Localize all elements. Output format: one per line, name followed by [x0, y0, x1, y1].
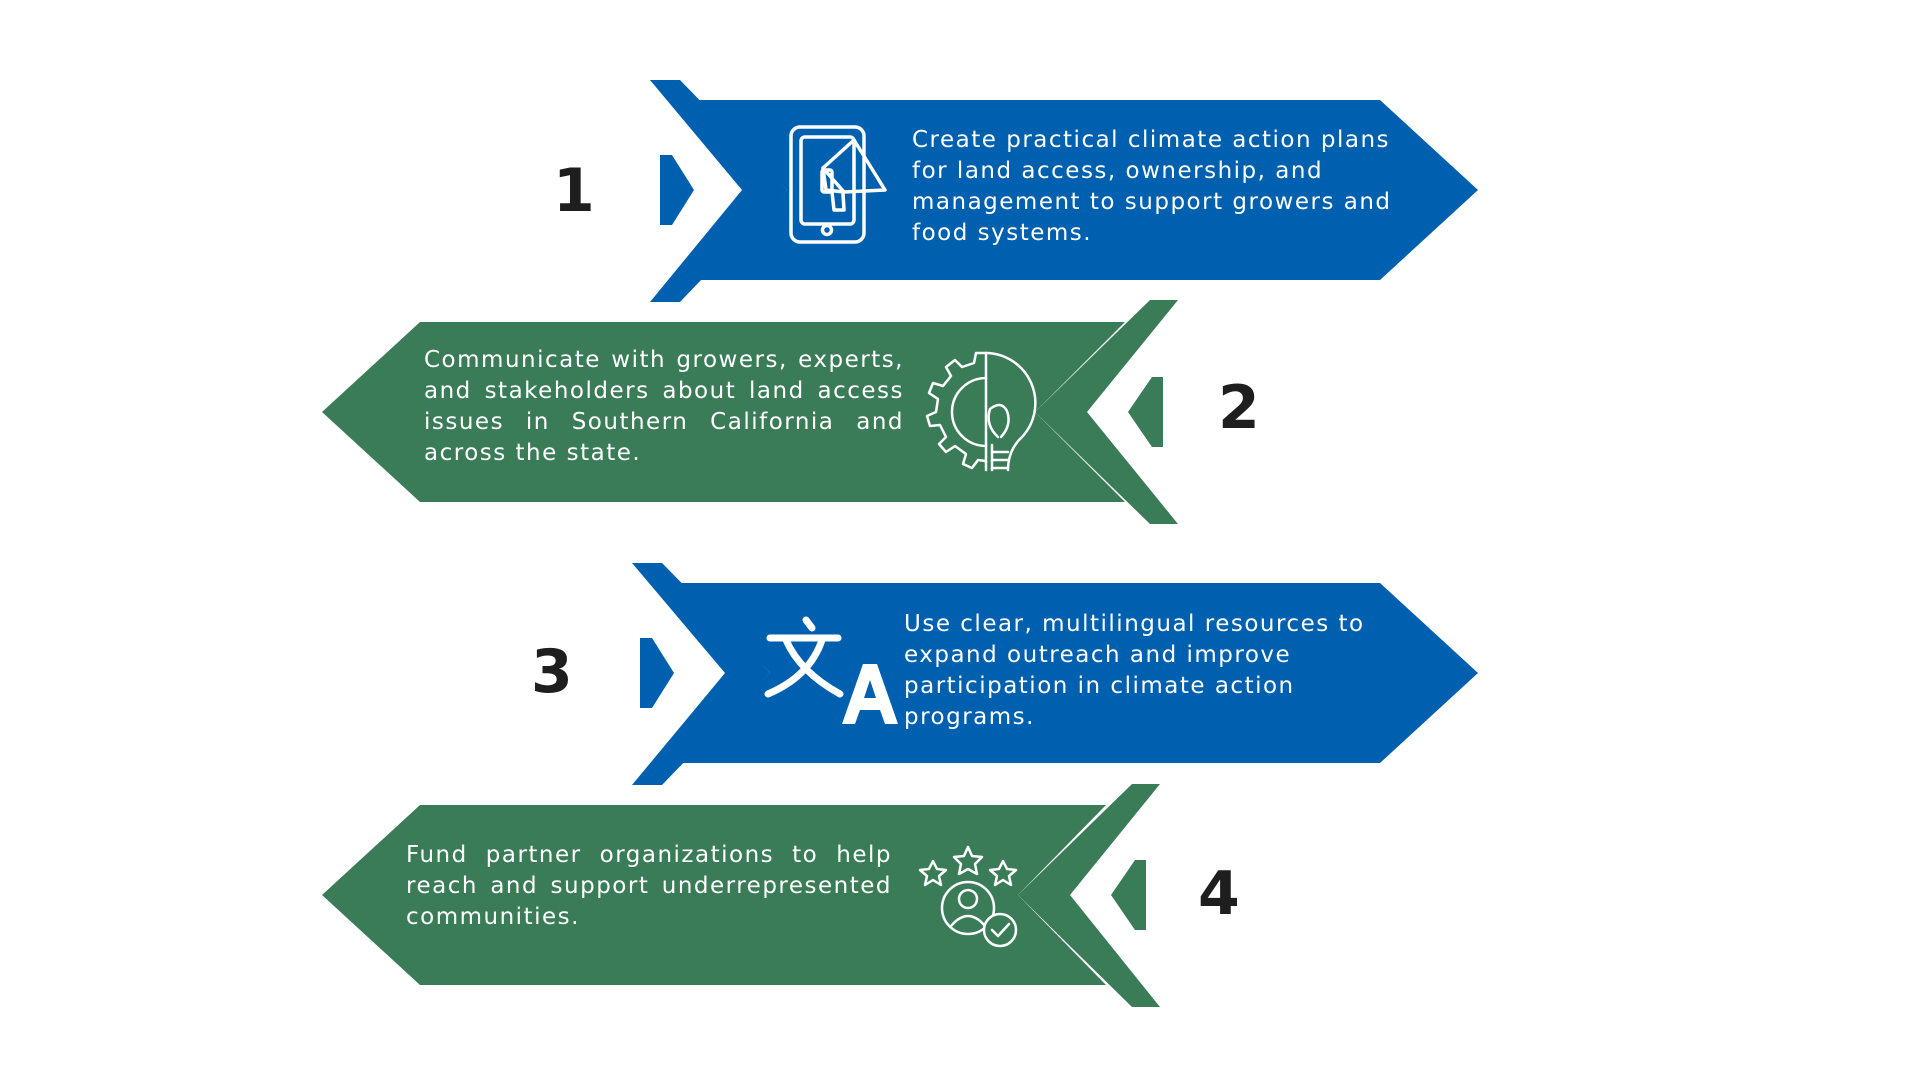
translate-icon — [764, 616, 898, 724]
step-4-tab — [1111, 860, 1146, 930]
step-2-tab — [1128, 377, 1163, 447]
step-2-banner — [322, 322, 1125, 502]
step-4-arrow — [322, 784, 1160, 1007]
step-1-number: 1 — [553, 156, 595, 226]
step-1-banner — [695, 100, 1478, 280]
step-1-tab — [660, 155, 694, 225]
step-4-chevron — [1018, 784, 1160, 1007]
step-2-chevron — [1035, 300, 1178, 524]
step-2-text: Communicate with growers, experts, and s… — [424, 347, 904, 466]
step-2-number: 2 — [1218, 373, 1260, 443]
step-4-banner — [322, 805, 1106, 985]
step-3-chevron — [632, 563, 770, 785]
step-2-arrow — [322, 300, 1178, 524]
step-3-banner — [678, 583, 1478, 763]
step-3-text: Use clear, multilingual resources to exp… — [904, 611, 1365, 730]
user-rating-icon — [918, 845, 1018, 948]
step-1-arrow — [650, 80, 1478, 302]
step-3-arrow — [632, 563, 1478, 785]
step-1-chevron — [650, 80, 787, 302]
tablet-megaphone-icon — [789, 125, 887, 244]
step-3-tab — [640, 638, 674, 708]
step-1-text: Create practical climate action plans fo… — [912, 127, 1392, 246]
step-4-text: Fund partner organizations to help reach… — [406, 842, 892, 930]
gear-lightbulb-icon — [925, 351, 1037, 472]
step-3-number: 3 — [531, 637, 573, 707]
step-4-number: 4 — [1198, 859, 1240, 929]
